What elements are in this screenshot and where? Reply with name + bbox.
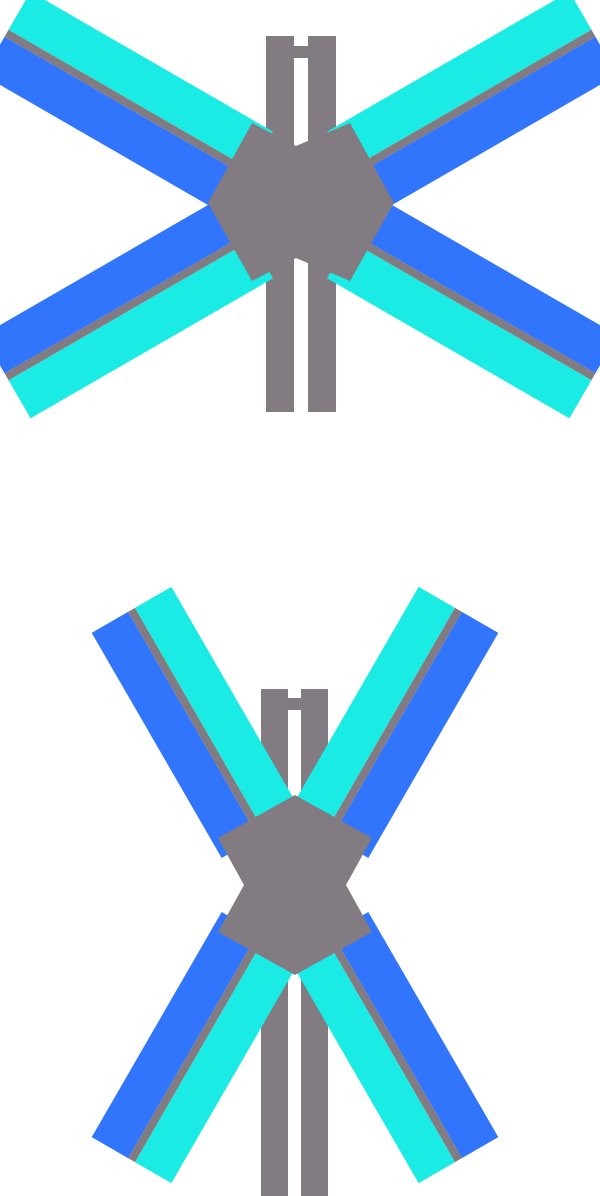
top-core-hexagon	[208, 123, 394, 281]
top-arm-lower-left	[0, 195, 274, 419]
top-arm-upper-left	[0, 0, 274, 215]
rail-connector	[288, 698, 301, 710]
bottom-figure	[91, 586, 499, 1196]
bottom-arm-lower-left	[91, 911, 302, 1184]
bottom-arm-upper-left	[91, 586, 302, 859]
top-figure	[0, 0, 600, 419]
rail-connector	[294, 46, 308, 58]
top-arm-upper-right	[326, 0, 600, 215]
bottom-arm-lower-right	[288, 911, 499, 1184]
bottom-core-hexagon	[218, 795, 372, 975]
bottom-arm-upper-right	[288, 586, 499, 859]
top-arm-lower-right	[326, 195, 600, 419]
